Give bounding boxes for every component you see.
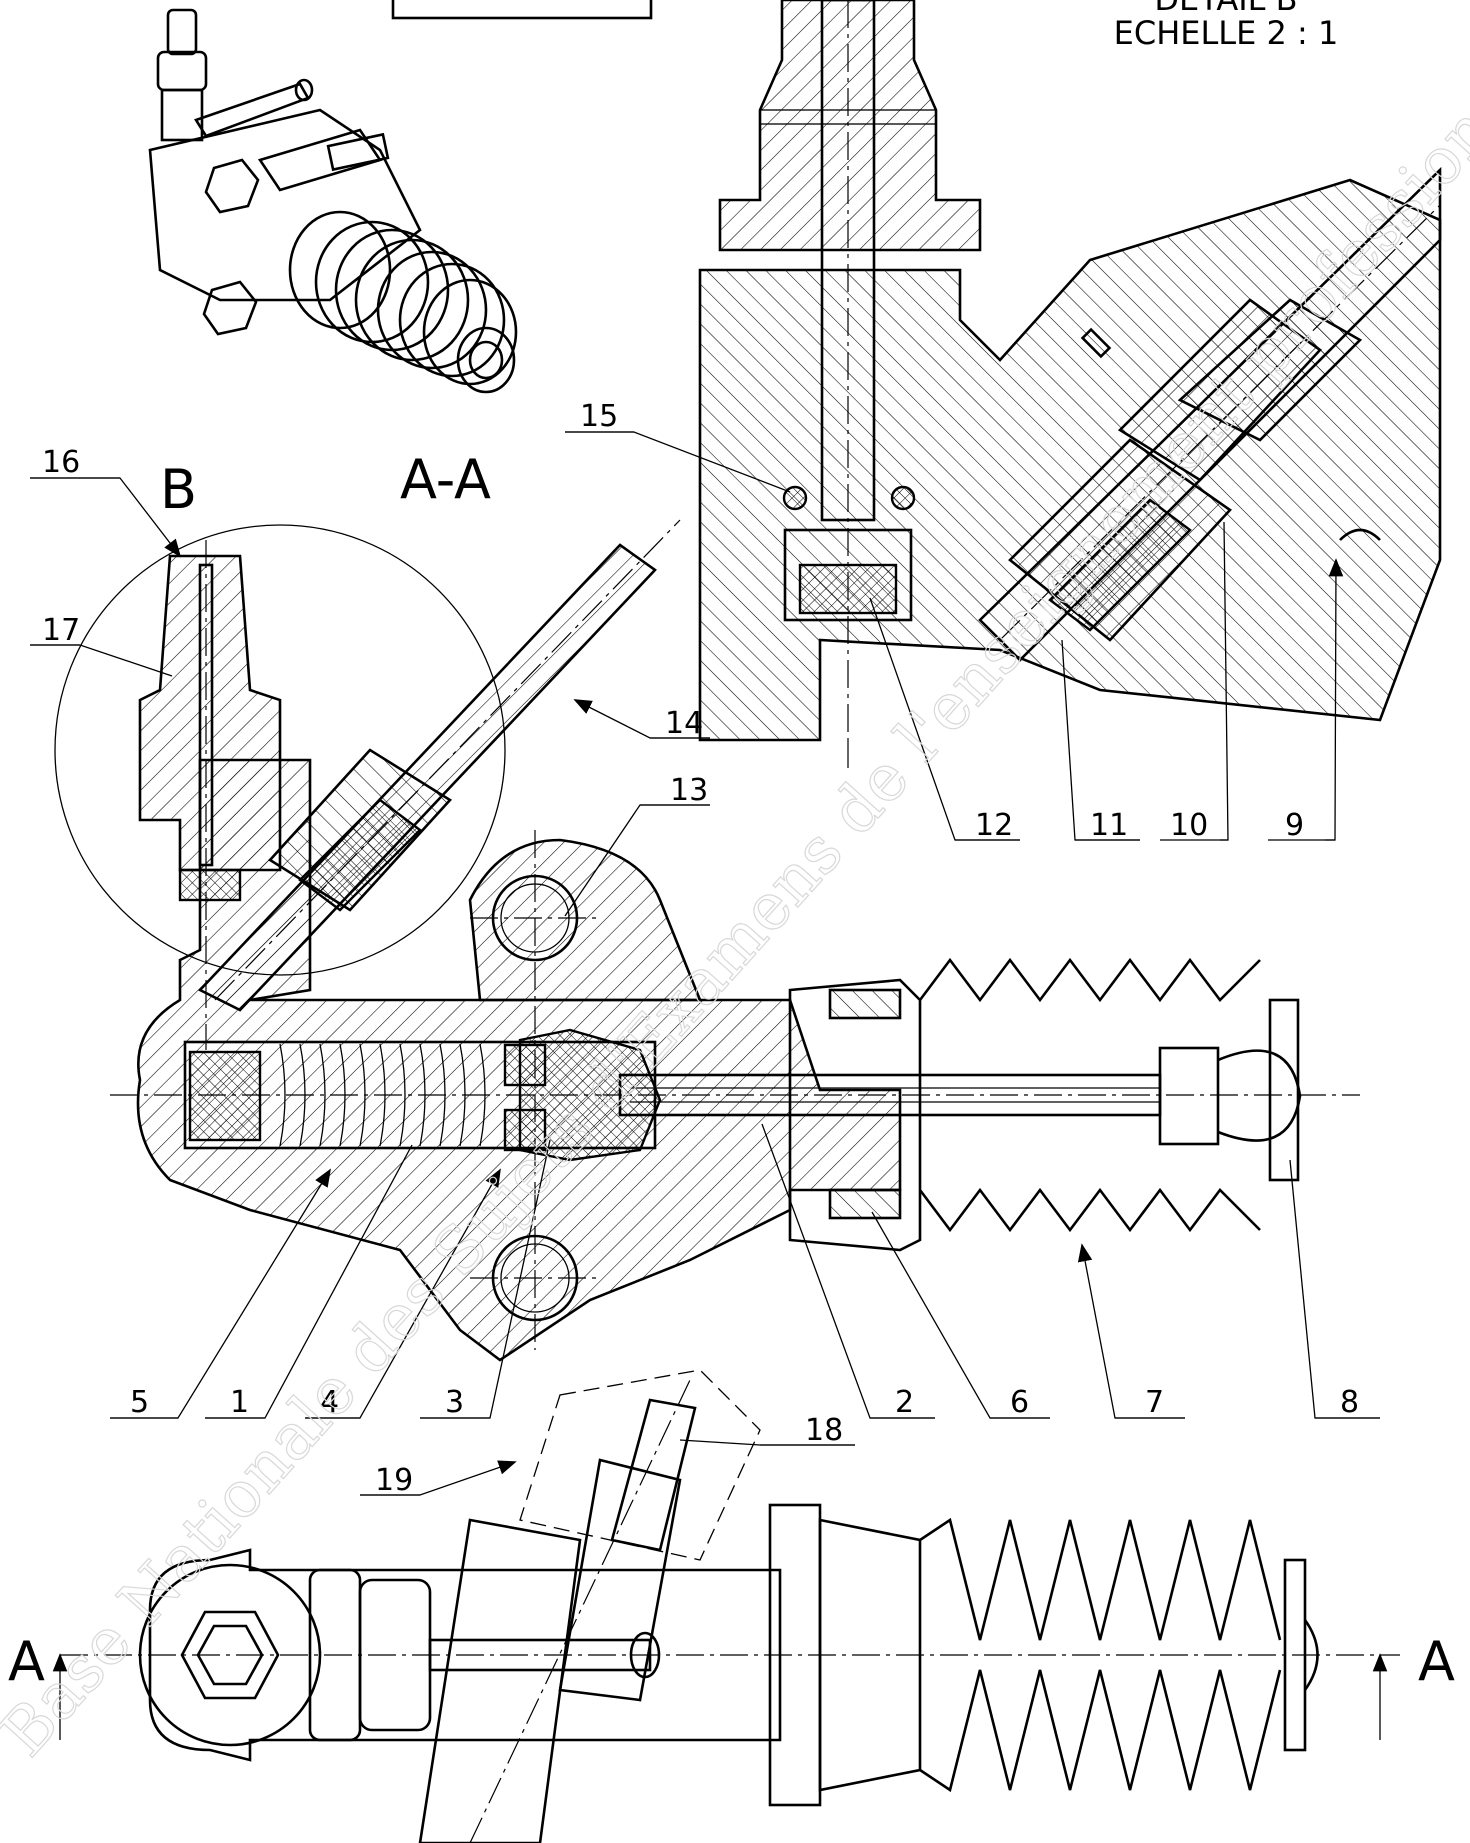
part-number-1: 1	[230, 1385, 249, 1420]
part-number-11: 11	[1090, 808, 1128, 843]
part-number-9: 9	[1285, 808, 1304, 843]
part-number-13: 13	[670, 773, 708, 808]
external-view-leaders	[360, 1439, 855, 1496]
part-number-8: 8	[1340, 1385, 1359, 1420]
part-number-3: 3	[445, 1385, 464, 1420]
cut-right-label: A	[1418, 1630, 1455, 1693]
detail-title-line1: DETAIL B	[1154, 0, 1297, 18]
part-number-5: 5	[130, 1385, 149, 1420]
part-number-6: 6	[1010, 1385, 1029, 1420]
detail-letter-label: B	[160, 458, 197, 521]
part-number-16: 16	[42, 445, 80, 480]
label-underlines	[30, 431, 1380, 1496]
external-view	[52, 1369, 1400, 1843]
part-number-17: 17	[42, 613, 80, 648]
part-number-labels: 15 16 17 14 13 12 11 10 9 5 1 4 3 2 6 7 …	[42, 399, 1359, 1498]
isometric-view	[148, 8, 518, 394]
section-a-a-view	[54, 519, 1360, 1362]
part-number-4: 4	[320, 1385, 339, 1420]
part-number-10: 10	[1170, 808, 1208, 843]
part-number-7: 7	[1145, 1385, 1164, 1420]
section-label: A-A	[400, 448, 491, 511]
detail-b-view	[698, 0, 1442, 770]
detail-title-line2: ECHELLE 2 : 1	[1114, 14, 1339, 52]
part-number-15: 15	[580, 399, 618, 434]
cut-left-label: A	[8, 1630, 45, 1693]
part-number-19: 19	[375, 1463, 413, 1498]
view-labels: B A-A A A	[8, 448, 1455, 1693]
part-number-12: 12	[975, 808, 1013, 843]
part-number-18: 18	[805, 1413, 843, 1448]
part-number-2: 2	[895, 1385, 914, 1420]
part-number-14: 14	[665, 706, 703, 741]
title-box	[391, 0, 653, 20]
